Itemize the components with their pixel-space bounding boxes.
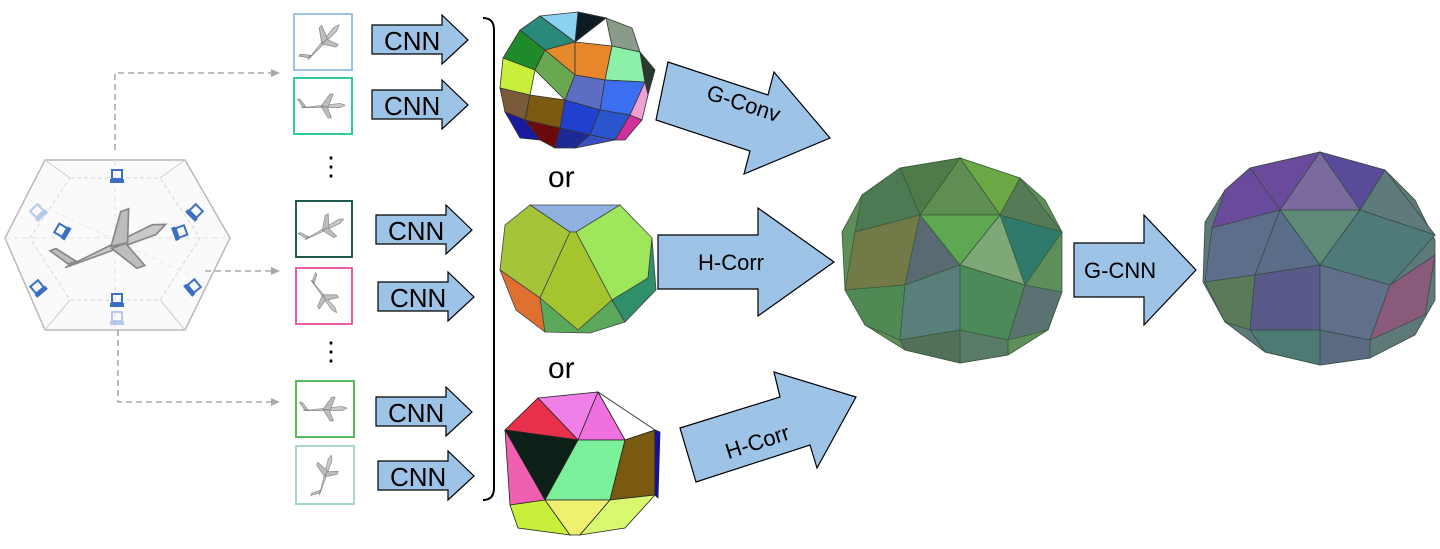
g-conv-arrow: G-Conv <box>655 61 831 176</box>
view-thumbnail <box>295 200 353 258</box>
h-corr-arrow-middle-label: H-Corr <box>698 250 764 275</box>
ellipsis-top: ⋮ <box>318 151 344 181</box>
view-connectors <box>114 72 272 403</box>
h-polyhedron-middle <box>499 204 657 334</box>
cnn-arrow-label: CNN <box>388 216 444 246</box>
ellipsis-bottom: ⋮ <box>318 336 344 366</box>
view-thumbnail <box>293 13 353 71</box>
sphere-middle <box>841 157 1064 364</box>
sphere-output <box>1202 151 1437 366</box>
h-corr-arrow-middle: H-Corr <box>657 206 836 318</box>
cnn-arrow: CNN <box>377 449 475 502</box>
view-thumbnail <box>295 267 353 325</box>
view-thumbnail <box>295 445 355 505</box>
view-thumbnail <box>295 380 355 438</box>
g-cnn-arrow-label: G-CNN <box>1084 258 1156 283</box>
cnn-arrows: CNN CNN CNN CNN CNN CNN <box>371 13 475 502</box>
cnn-arrow: CNN <box>375 203 473 256</box>
or-label-bottom: or <box>548 352 575 385</box>
view-thumbnails <box>293 13 355 505</box>
g-cnn-arrow: G-CNN <box>1073 213 1197 327</box>
cnn-arrow-label: CNN <box>384 26 440 56</box>
cnn-arrow: CNN <box>375 385 473 438</box>
cnn-arrow: CNN <box>371 13 469 66</box>
cnn-arrow-label: CNN <box>390 283 446 313</box>
connector-arrowheads <box>271 69 280 406</box>
view-thumbnail <box>293 77 353 135</box>
group-polyhedron-top <box>499 11 656 149</box>
cnn-arrow: CNN <box>377 270 475 323</box>
cnn-arrow-label: CNN <box>388 398 444 428</box>
cnn-arrow: CNN <box>371 78 469 131</box>
h-corr-arrow-bottom: H-Corr <box>679 371 857 483</box>
cnn-arrow-label: CNN <box>384 91 440 121</box>
grouping-bracket <box>482 17 495 501</box>
camera-cage <box>4 159 231 331</box>
h-polyhedron-bottom <box>504 391 661 536</box>
or-label-top: or <box>548 161 575 194</box>
cnn-arrow-label: CNN <box>390 462 446 492</box>
